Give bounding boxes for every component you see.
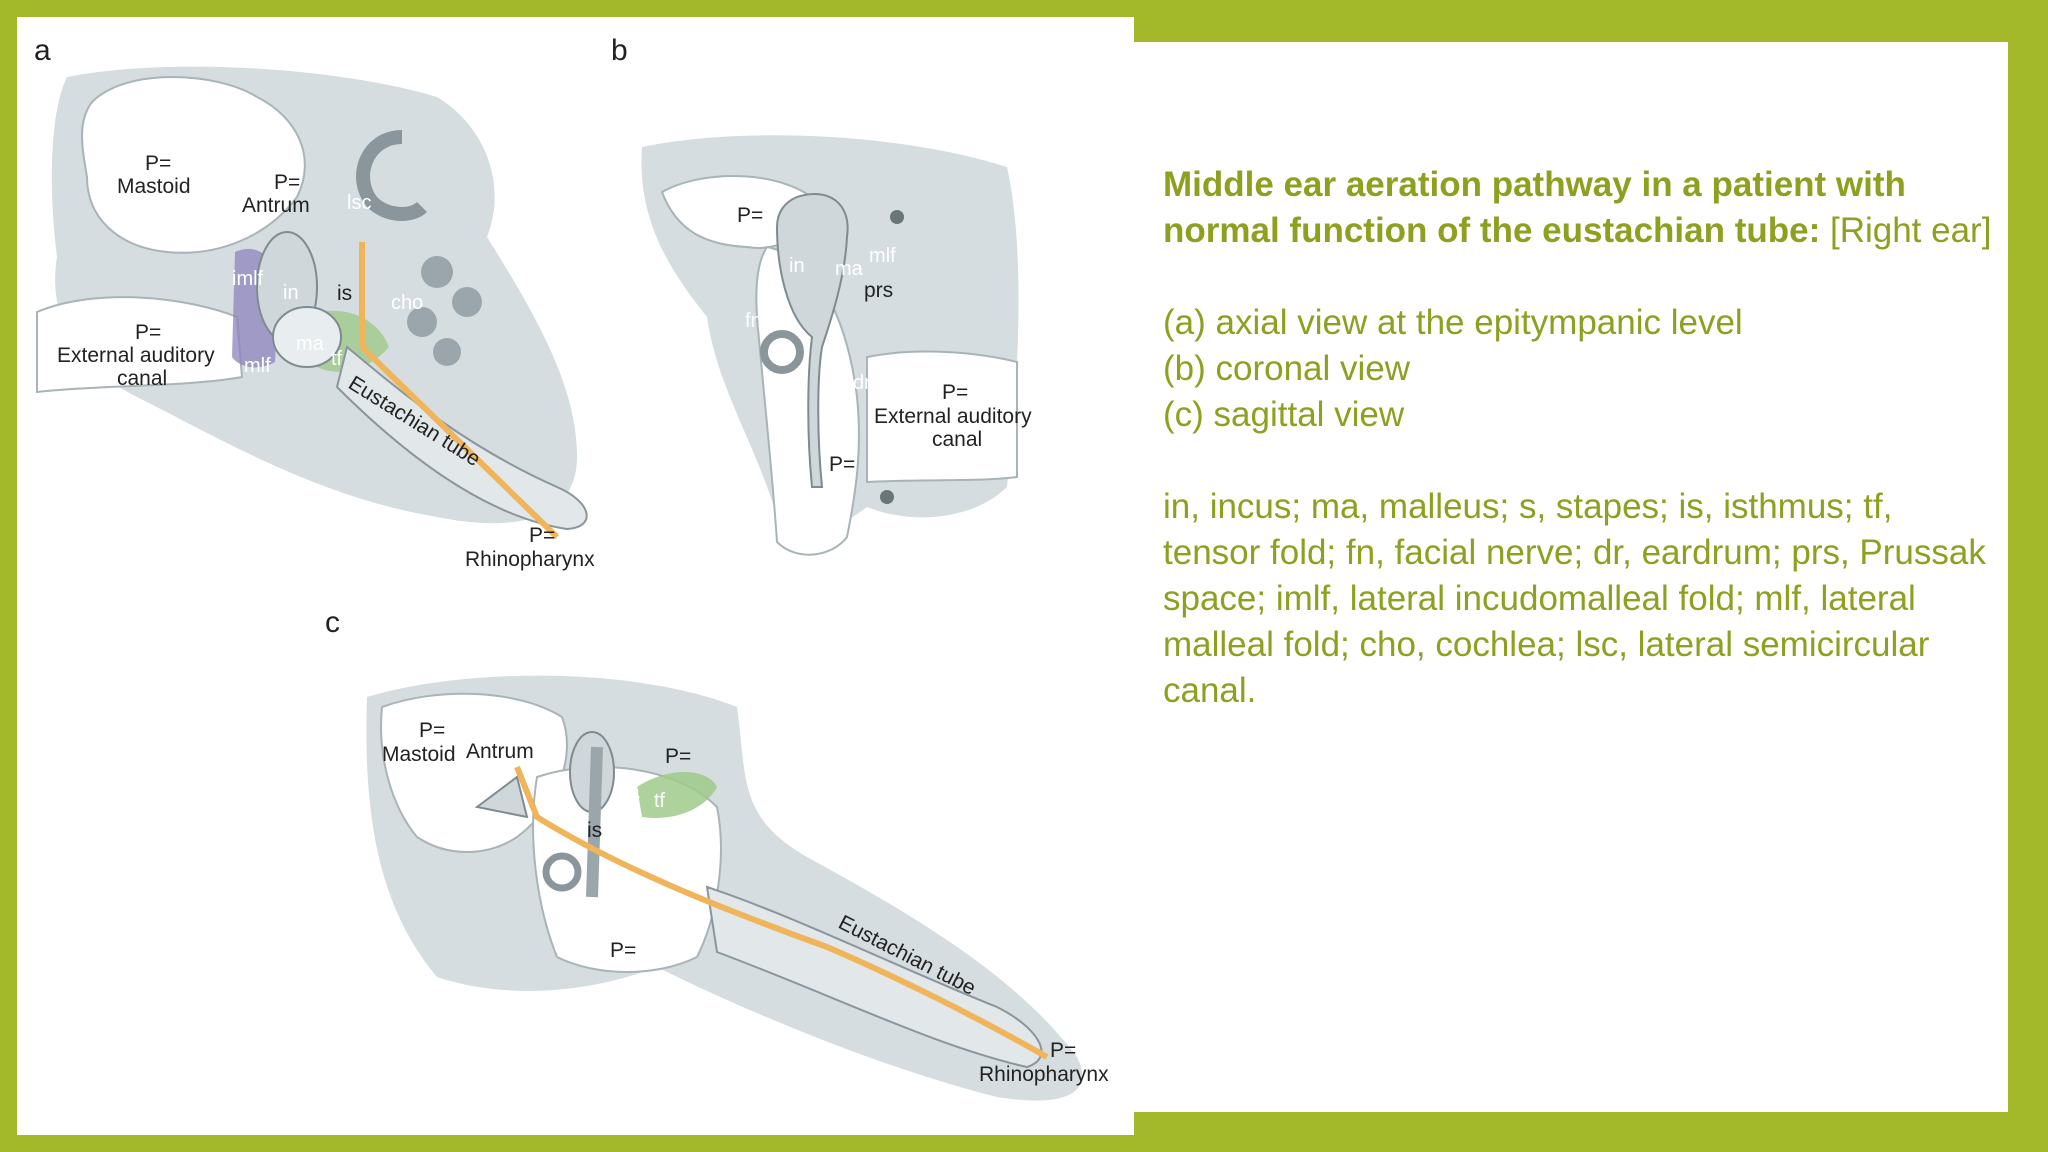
label-prs-b: prs: [864, 279, 893, 302]
external-canal-a: [36, 296, 244, 394]
label-mastoid-c: Mastoid: [382, 743, 456, 766]
label-p-rhinopharynx-c: P=: [1050, 1039, 1076, 1062]
label-tf-a: tf: [331, 348, 343, 370]
aeration-path-c: [514, 765, 1049, 1060]
panel-letter-c: c: [325, 606, 340, 639]
caption-view-b: (b) coronal view: [1163, 349, 1411, 388]
coronal-view-panel: b P= in ma mlf prs fn dr P= External aud…: [611, 34, 1032, 556]
label-in-b: in: [789, 255, 805, 277]
label-in-a: in: [283, 282, 299, 304]
middle-ear-diagram: a P: [34, 34, 1109, 1101]
lsc-shape-a: [356, 130, 427, 221]
label-antrum-c: Antrum: [466, 740, 534, 763]
tensor-fold-c: [637, 772, 717, 818]
label-p-epitympanum-b: P=: [737, 204, 763, 227]
label-mlf-a: mlf: [244, 355, 271, 377]
caption-title: Middle ear aeration pathway in a patient…: [1163, 162, 1993, 254]
panel-letter-a: a: [34, 34, 51, 67]
caption-abbreviations: in, incus; ma, malleus; s, stapes; is, i…: [1163, 487, 1986, 710]
malleus-incus-shape-b: [775, 192, 849, 488]
label-p-canal-b: P=: [942, 381, 968, 404]
mastoid-cavity-a: [81, 76, 306, 254]
stapes-shape-c: [542, 852, 582, 892]
panel-letter-b: b: [611, 34, 628, 67]
malleus-shape-a: [272, 306, 342, 368]
label-rhinopharynx-c: Rhinopharynx: [979, 1063, 1109, 1086]
caption-view-a: (a) axial view at the epitympanic level: [1163, 303, 1743, 342]
label-p-mastoid-a: P=: [145, 152, 171, 175]
label-imlf-a: imlf: [232, 268, 264, 290]
aeration-path-a: [359, 242, 560, 540]
label-fn-b: fn: [745, 310, 762, 332]
label-ma-a: ma: [296, 333, 325, 355]
figure-caption: Middle ear aeration pathway in a patient…: [1163, 162, 1993, 714]
label-p-tympanic-c: P=: [610, 939, 636, 962]
axial-view-panel: a P: [34, 34, 595, 571]
label-mastoid-a: Mastoid: [117, 175, 191, 198]
external-canal-b: [866, 350, 1018, 484]
label-ma-c: ma: [612, 781, 641, 803]
sagittal-view-panel: c P= Mastoid Antrum P= in ma tf is: [325, 606, 1109, 1101]
label-is-a: is: [337, 282, 352, 305]
cochlea-shape-a: [407, 256, 482, 366]
label-p-tf-c: P=: [665, 745, 691, 768]
label-p-canal-a: P=: [135, 321, 161, 344]
label-rhinopharynx-a: Rhinopharynx: [465, 548, 595, 571]
label-ma-b: ma: [835, 258, 864, 280]
caption-view-c: (c) sagittal view: [1163, 395, 1405, 434]
label-antrum-a: Antrum: [242, 194, 310, 217]
label-external-auditory-b: External auditory: [874, 405, 1032, 428]
label-p-mesotympanum-b: P=: [829, 453, 855, 476]
mastoid-cells-fan-c: [474, 775, 529, 819]
label-canal-b: canal: [932, 428, 982, 451]
caption-title-rest: [Right ear]: [1820, 211, 1992, 250]
figure-panel: a P: [17, 17, 1134, 1135]
label-p-rhinopharynx-a: P=: [529, 524, 555, 547]
tympanic-cavity-c: [532, 766, 722, 973]
bone-dot-b1: [890, 210, 904, 224]
label-cho-a: cho: [391, 292, 423, 314]
label-lsc-a: lsc: [347, 192, 371, 214]
malleus-handle-c: [586, 746, 603, 898]
label-is-c: is: [587, 819, 602, 842]
label-p-mastoid-c: P=: [419, 719, 445, 742]
label-mlf-b: mlf: [869, 245, 896, 267]
label-in-c: in: [552, 781, 568, 803]
caption-title-bold: Middle ear aeration pathway in a patient…: [1163, 165, 1906, 250]
label-p-antrum-a: P=: [274, 171, 300, 194]
label-tf-c: tf: [654, 790, 666, 812]
bone-dot-b2: [880, 490, 894, 504]
label-external-auditory-a: External auditory: [57, 344, 215, 367]
facial-nerve-shape-b: [760, 330, 804, 374]
label-dr-b: dr: [853, 372, 871, 394]
caption-panel: Middle ear aeration pathway in a patient…: [1134, 42, 2008, 1112]
label-canal-a: canal: [117, 367, 167, 390]
